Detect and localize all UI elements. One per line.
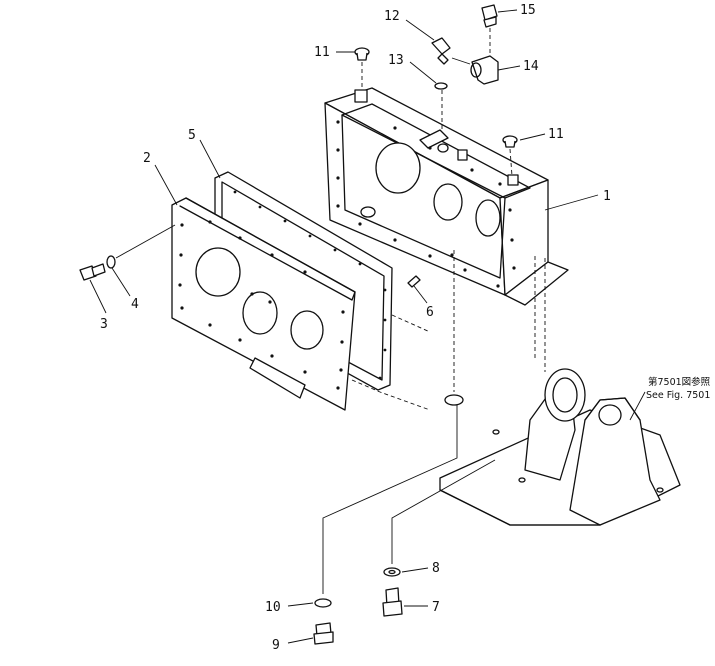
pin-part-6 <box>407 275 421 288</box>
callout-14: 14 <box>523 59 539 74</box>
mount-bracket <box>439 368 681 526</box>
plug-part-9 <box>313 622 334 645</box>
reference-note-en: See Fig. 7501 <box>646 390 710 401</box>
callout-12: 12 <box>384 9 400 24</box>
cover-bolt-holes <box>178 220 345 390</box>
washer-part-8 <box>383 567 401 577</box>
callout-4: 4 <box>131 297 139 312</box>
fitting-part-15 <box>481 4 498 56</box>
cover-plate <box>171 197 356 411</box>
oring-part-13 <box>434 82 448 132</box>
reference-note-jp: 第7501図参照 <box>648 376 711 388</box>
gasket-bolt-holes <box>233 190 387 380</box>
callout-9: 9 <box>272 638 280 653</box>
leader-lines <box>89 9 646 644</box>
callout-11-right: 11 <box>548 127 564 142</box>
housing-bolt-holes <box>336 120 516 288</box>
callout-7: 7 <box>432 600 440 615</box>
oring-mid <box>444 394 464 406</box>
assembly-lines <box>322 250 496 594</box>
bolt-part-3 <box>79 263 106 281</box>
elbow-part-12 <box>431 37 451 65</box>
callout-3: 3 <box>100 317 108 332</box>
tee-part-14 <box>451 55 499 85</box>
callout-8: 8 <box>432 561 440 576</box>
callout-15: 15 <box>520 3 536 18</box>
callout-13: 13 <box>388 53 404 68</box>
housing-case <box>324 87 569 372</box>
plug-part-11-left <box>354 47 370 90</box>
callout-5: 5 <box>188 128 196 143</box>
callout-6: 6 <box>426 305 434 320</box>
callout-11-left: 11 <box>314 45 330 60</box>
callout-10: 10 <box>265 600 281 615</box>
plug-part-11-right <box>502 135 518 177</box>
bolt-part-7 <box>382 587 403 617</box>
callout-1: 1 <box>603 189 611 204</box>
washer-part-4 <box>106 224 176 269</box>
oring-part-10 <box>314 598 332 608</box>
callout-2: 2 <box>143 151 151 166</box>
